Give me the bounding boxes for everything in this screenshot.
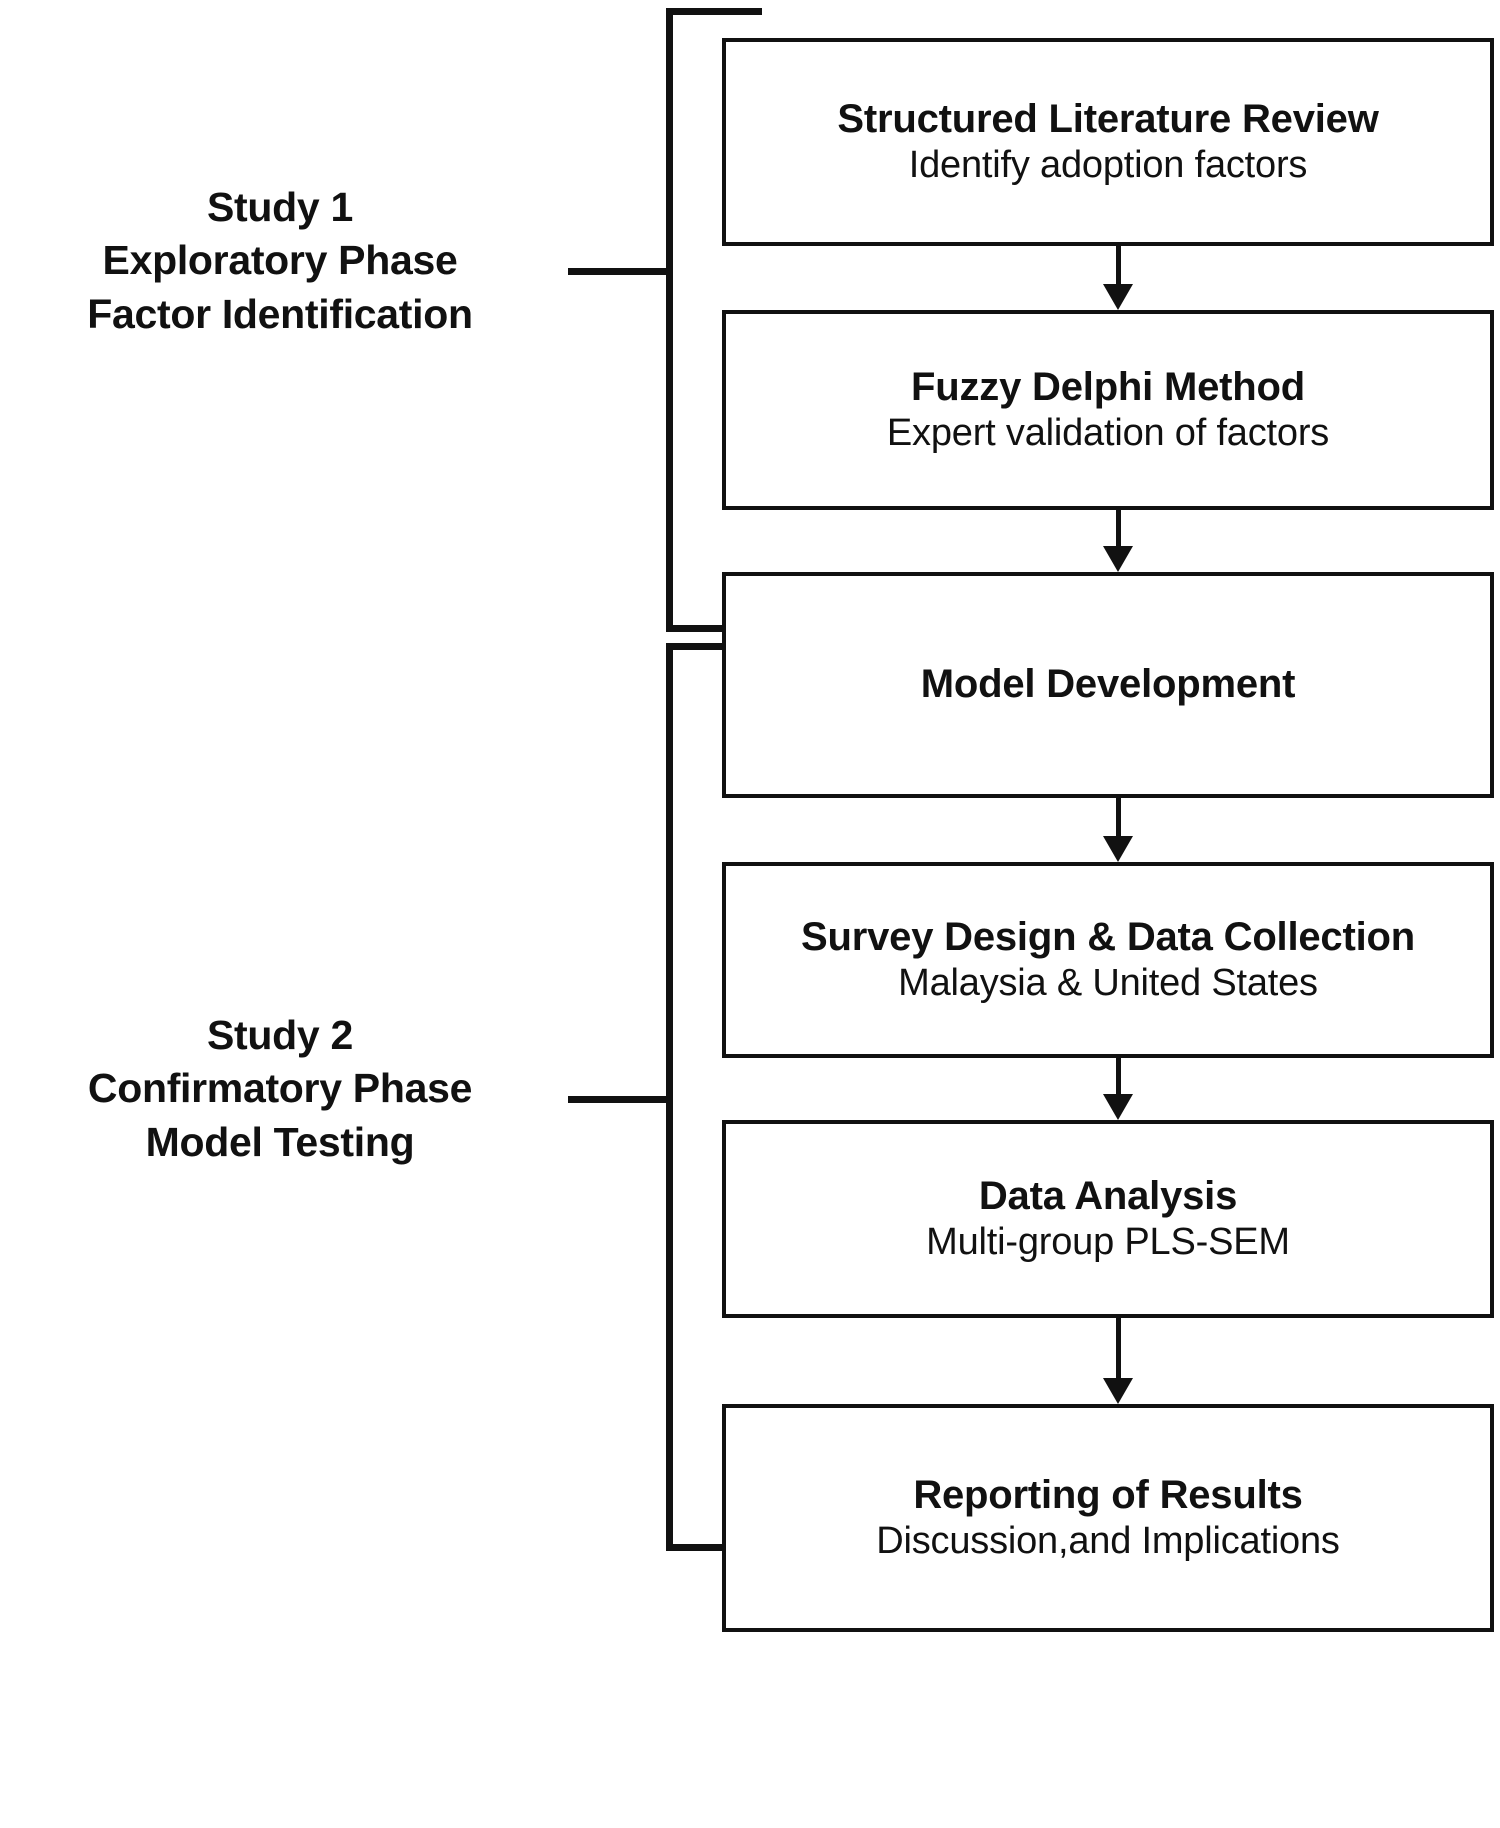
phase-1-line-2: Exploratory Phase: [102, 237, 458, 284]
arrow-slr-to-fdm-head: [1103, 284, 1133, 310]
step-subtitle-data-analysis: Multi-group PLS-SEM: [926, 1220, 1290, 1263]
step-subtitle-fuzzy-delphi-method: Expert validation of factors: [886, 411, 1330, 454]
step-box-model-development[interactable]: Model Development: [722, 572, 1494, 798]
study-1-label-stem-bar: [568, 268, 670, 275]
step-title-structured-literature-review: Structured Literature Review: [837, 96, 1379, 141]
step-subtitle-reporting-of-results: Discussion,and Implications: [876, 1519, 1340, 1562]
step-box-structured-literature-review[interactable]: Structured Literature Review Identify ad…: [722, 38, 1494, 246]
study-1-label-stem: [568, 268, 670, 275]
phase-2-line-2: Confirmatory Phase: [87, 1065, 473, 1112]
study-1-bracket-bottom-tick: [666, 625, 762, 632]
step-subtitle-structured-literature-review: Identify adoption factors: [908, 143, 1308, 186]
study-2-bracket-top-tick: [666, 643, 762, 650]
step-title-data-analysis: Data Analysis: [978, 1173, 1238, 1218]
arrow-fdm-to-md-head: [1103, 546, 1133, 572]
phase-label-study-1: Study 1 Exploratory Phase Factor Identif…: [0, 181, 560, 341]
arrow-sddc-to-da-head: [1103, 1094, 1133, 1120]
step-box-fuzzy-delphi-method[interactable]: Fuzzy Delphi Method Expert validation of…: [722, 310, 1494, 510]
arrow-md-to-sddc-head: [1103, 836, 1133, 862]
step-subtitle-survey-design-data-collection: Malaysia & United States: [898, 961, 1318, 1004]
study-2-label-stem-bar: [568, 1096, 670, 1103]
arrow-slr-to-fdm-shaft: [1116, 246, 1121, 288]
phase-label-study-2: Study 2 Confirmatory Phase Model Testing: [0, 1009, 560, 1169]
step-box-survey-design-data-collection[interactable]: Survey Design & Data Collection Malaysia…: [722, 862, 1494, 1058]
step-box-reporting-of-results[interactable]: Reporting of Results Discussion,and Impl…: [722, 1404, 1494, 1632]
arrow-sddc-to-da-shaft: [1116, 1058, 1121, 1098]
step-title-fuzzy-delphi-method: Fuzzy Delphi Method: [911, 364, 1305, 409]
study-1-bracket-top-tick: [666, 8, 762, 15]
arrow-da-to-ror-shaft: [1116, 1318, 1121, 1382]
phase-1-line-1: Study 1: [207, 184, 353, 230]
study-1-bracket: [666, 8, 776, 632]
phase-2-line-1: Study 2: [207, 1012, 353, 1058]
step-title-survey-design-data-collection: Survey Design & Data Collection: [801, 914, 1415, 959]
step-box-data-analysis[interactable]: Data Analysis Multi-group PLS-SEM: [722, 1120, 1494, 1318]
arrow-da-to-ror-head: [1103, 1378, 1133, 1404]
study-2-bracket-bottom-tick: [666, 1544, 762, 1551]
arrow-md-to-sddc-shaft: [1116, 798, 1121, 840]
step-title-reporting-of-results: Reporting of Results: [913, 1472, 1303, 1517]
study-2-label-stem: [568, 1096, 670, 1103]
phase-1-line-3: Factor Identification: [87, 290, 473, 337]
arrow-fdm-to-md-shaft: [1116, 510, 1121, 550]
phase-2-line-3: Model Testing: [145, 1118, 415, 1165]
step-title-model-development: Model Development: [920, 661, 1296, 706]
study-1-bracket-vertical: [666, 8, 673, 632]
